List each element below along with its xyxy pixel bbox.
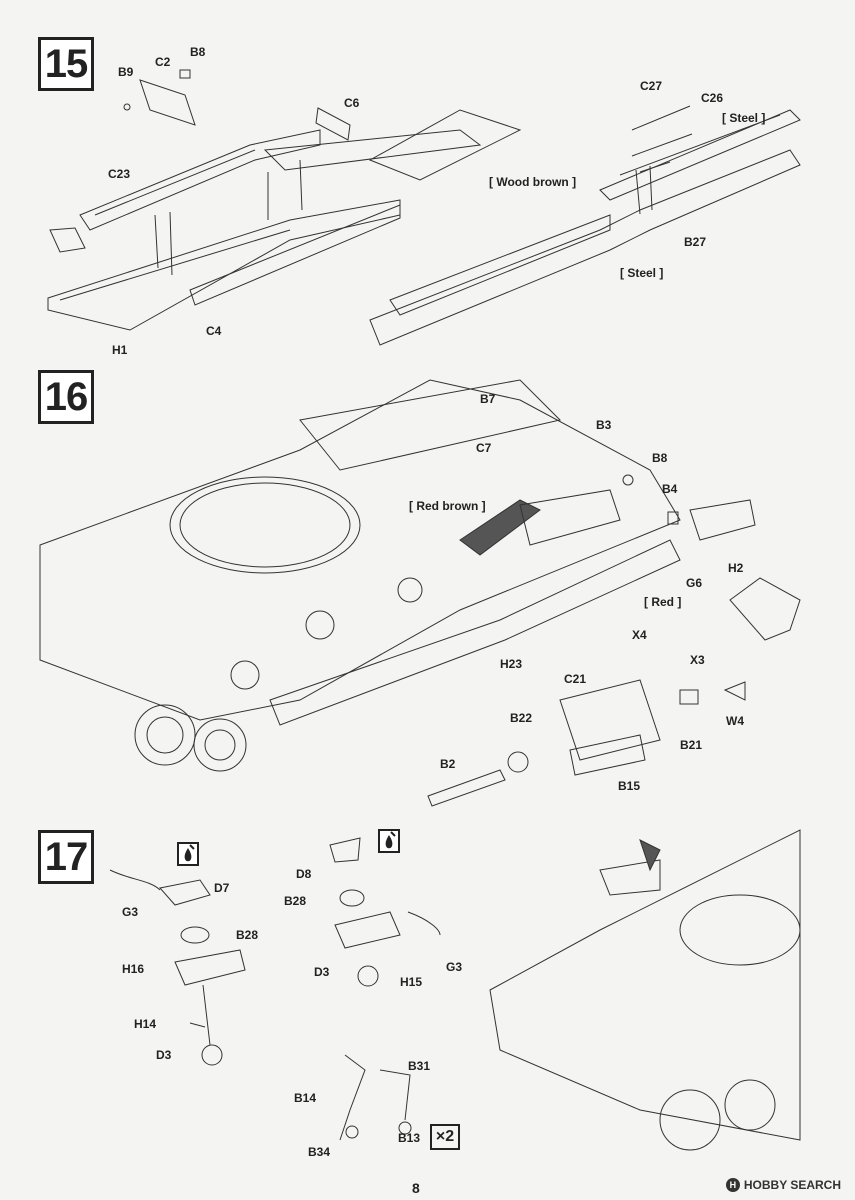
part-b28-left-drawing	[181, 927, 209, 943]
part-b13-drawing	[399, 1122, 411, 1134]
label-d3-left: D3	[156, 1048, 172, 1062]
label-b7: B7	[480, 392, 496, 406]
label-b15: B15	[618, 779, 641, 793]
drive-sprocket-drawing	[135, 705, 195, 765]
label-g3-left: G3	[122, 905, 139, 919]
label-x4: X4	[632, 628, 647, 642]
label-c21: C21	[564, 672, 587, 686]
step-17-number: 17	[38, 830, 94, 884]
part-b15-drawing	[570, 735, 645, 775]
label-b31: B31	[408, 1059, 431, 1073]
deck-assembly-right	[370, 150, 800, 345]
part-b4-drawing	[668, 512, 678, 524]
note-red-brown: [ Red brown ]	[409, 499, 486, 513]
wheel-right-drawing	[725, 1080, 775, 1130]
cement-drop-icon	[177, 842, 199, 866]
part-c23-drawing	[80, 130, 320, 230]
label-h2: H2	[728, 561, 744, 575]
hull-assembly	[40, 380, 680, 720]
label-c6: C6	[344, 96, 360, 110]
label-d8: D8	[296, 867, 312, 881]
label-b13: B13	[398, 1131, 421, 1145]
part-c2-drawing	[140, 80, 195, 125]
cement-drop-icon	[378, 829, 400, 853]
note-steel-top: [ Steel ]	[722, 111, 766, 125]
label-w4: W4	[726, 714, 744, 728]
hobby-search-logo-icon: H	[725, 1178, 740, 1192]
label-c27: C27	[640, 79, 663, 93]
note-wood-brown: [ Wood brown ]	[489, 175, 577, 189]
label-c2: C2	[155, 55, 171, 69]
quantity-multiplier: ×2	[430, 1124, 460, 1150]
label-h14: H14	[134, 1017, 157, 1031]
turret-ring-drawing	[170, 477, 360, 573]
part-c4-drawing	[190, 205, 400, 305]
note-red: [ Red ]	[644, 595, 682, 609]
label-d3-mid: D3	[314, 965, 330, 979]
label-b34: B34	[308, 1145, 331, 1159]
part-b34-drawing	[346, 1126, 358, 1138]
step-15-number: 15	[38, 37, 94, 91]
part-g3-mid-drawing	[408, 912, 440, 935]
label-b28-mid: B28	[284, 894, 307, 908]
part-h14-drawing	[190, 1023, 205, 1027]
label-h16: H16	[122, 962, 145, 976]
label-b2: B2	[440, 757, 456, 771]
part-b8b-drawing	[623, 475, 633, 485]
watermark-text: HOBBY SEARCH	[743, 1178, 841, 1192]
label-h1: H1	[112, 343, 128, 357]
part-h16-drawing	[175, 950, 245, 985]
label-b4: B4	[662, 482, 678, 496]
part-c6-drawing	[316, 108, 350, 140]
part-b14-drawing	[340, 1055, 365, 1140]
part-b8-drawing	[180, 70, 190, 78]
wheel-left-drawing	[660, 1090, 720, 1150]
label-b28-left: B28	[236, 928, 259, 942]
part-b22-drawing	[508, 752, 528, 772]
label-b27: B27	[684, 235, 707, 249]
step-16-number: 16	[38, 370, 94, 424]
part-b31-drawing	[380, 1070, 410, 1120]
part-h2-drawing	[690, 500, 755, 540]
part-d7-drawing	[160, 880, 210, 905]
label-c23: C23	[108, 167, 131, 181]
label-c7: C7	[476, 441, 492, 455]
label-c4: C4	[206, 324, 222, 338]
label-h23: H23	[500, 657, 523, 671]
part-d3-mid-drawing	[358, 966, 378, 986]
part-h15-drawing	[335, 912, 400, 948]
watermark: H HOBBY SEARCH	[725, 1178, 841, 1192]
label-g6: G6	[686, 576, 703, 590]
label-h15: H15	[400, 975, 423, 989]
page-number: 8	[412, 1180, 420, 1196]
label-c26: C26	[701, 91, 724, 105]
part-b2-drawing	[428, 770, 505, 806]
label-g3-mid: G3	[446, 960, 463, 974]
label-b8-step16: B8	[652, 451, 668, 465]
label-b3: B3	[596, 418, 612, 432]
label-b9: B9	[118, 65, 134, 79]
label-b21: B21	[680, 738, 703, 752]
hull-rear-assembly	[490, 830, 800, 1140]
note-steel-bottom: [ Steel ]	[620, 266, 664, 280]
part-c21-drawing	[560, 680, 660, 760]
label-b14: B14	[294, 1091, 317, 1105]
part-b21-drawing	[680, 690, 698, 704]
part-b28-mid-drawing	[340, 890, 364, 906]
label-b22: B22	[510, 711, 533, 725]
part-g3-left-drawing	[110, 870, 160, 890]
part-d3-left-drawing	[202, 1045, 222, 1065]
part-b9-drawing	[124, 104, 130, 110]
label-d7: D7	[214, 881, 230, 895]
part-d8-drawing	[330, 838, 360, 862]
part-w4-drawing	[725, 682, 745, 700]
part-h1-drawing	[48, 200, 400, 330]
label-x3: X3	[690, 653, 705, 667]
label-b8: B8	[190, 45, 206, 59]
